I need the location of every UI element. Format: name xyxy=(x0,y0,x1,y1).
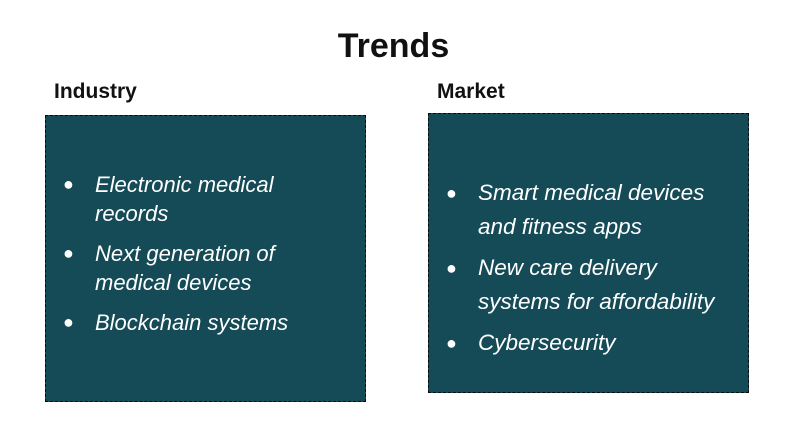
industry-item: ● Blockchain systems xyxy=(60,308,350,337)
bullet-icon: ● xyxy=(63,174,74,194)
page-title: Trends xyxy=(337,27,450,65)
industry-item-text: Electronic medical records xyxy=(95,172,274,226)
industry-item-text: Blockchain systems xyxy=(95,310,289,335)
market-item: ● New care delivery systems for affordabi… xyxy=(443,251,743,319)
market-item-text: New care delivery systems for affordabil… xyxy=(478,255,715,314)
bullet-icon: ● xyxy=(446,183,457,203)
bullet-icon: ● xyxy=(63,243,74,263)
market-item-text: Cybersecurity xyxy=(478,330,616,355)
industry-item-text: Next generation of medical devices xyxy=(95,241,275,295)
industry-list: ● Electronic medical records ● Next genera… xyxy=(60,170,350,348)
market-heading: Market xyxy=(437,80,505,103)
bullet-icon: ● xyxy=(446,333,457,353)
market-box: ●Smart medical devices and fitness apps … xyxy=(428,113,749,393)
market-item-text: Smart medical devices and fitness apps xyxy=(478,180,705,239)
industry-item: ● Electronic medical records xyxy=(60,170,350,228)
industry-item: ● Next generation of medical devices xyxy=(60,239,350,297)
industry-box: ● Electronic medical records ● Next genera… xyxy=(45,115,366,402)
bullet-icon: ● xyxy=(63,312,74,332)
market-item: ● Cybersecurity xyxy=(443,326,743,360)
bullet-icon: ● xyxy=(446,258,457,278)
market-list: ●Smart medical devices and fitness apps … xyxy=(443,176,743,367)
market-item: ● Smart medical devices and fitness apps xyxy=(443,176,743,244)
industry-heading: Industry xyxy=(54,80,137,103)
